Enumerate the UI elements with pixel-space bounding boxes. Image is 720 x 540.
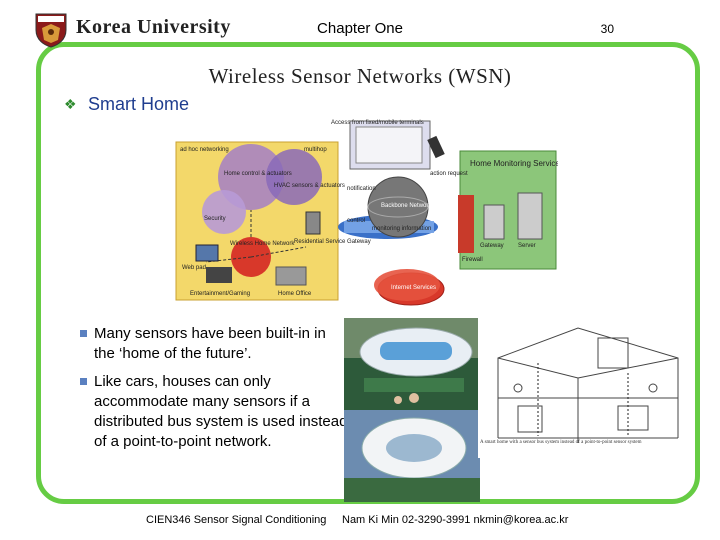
section-heading: Smart Home	[88, 94, 189, 115]
web-pad-label: Web pad	[182, 265, 206, 271]
sensor-bus-house-sketch	[478, 318, 694, 458]
wireless-home-network-label: Wireless Home Network	[230, 241, 295, 247]
entertainment-icon	[206, 267, 232, 283]
action-request-label: action request	[430, 171, 468, 177]
residential-gateway-label: Residential Service Gateway	[294, 239, 371, 245]
residential-gateway-icon	[306, 212, 320, 234]
bullet-text: Like cars, houses can only accommodate m…	[94, 372, 354, 452]
futuristic-house-photo	[344, 318, 480, 502]
home-control-label: Home control & actuators	[224, 171, 292, 177]
page-number: 30	[601, 22, 614, 36]
footer-course: CIEN346 Sensor Signal Conditioning	[146, 514, 326, 526]
footer-contact: Nam Ki Min 02-3290-3991 nkmin@korea.ac.k…	[342, 514, 568, 526]
gateway-label: Gateway	[480, 243, 504, 249]
square-bullet-icon	[80, 378, 87, 385]
home-office-icon	[276, 267, 306, 285]
web-pad-icon	[196, 245, 218, 261]
security-bubble	[202, 190, 246, 234]
multihop-label: multihop	[304, 147, 327, 153]
sketch-caption: A smart home with a sensor bus system in…	[480, 440, 692, 445]
bullet-text: Many sensors have been built-in in the ‘…	[94, 324, 344, 364]
monitoring-information-label: monitoring information	[372, 226, 431, 232]
hvac-bubble	[266, 149, 322, 205]
diamond-bullet-icon: ❖	[64, 96, 77, 113]
ad-hoc-networking-label: ad hoc networking	[180, 147, 229, 153]
home-office-label: Home Office	[278, 291, 312, 297]
firewall-label: Firewall	[462, 257, 483, 263]
access-terminals-label: Access from fixed/mobile terminals	[331, 120, 424, 126]
server-label: Server	[518, 243, 536, 249]
firewall-icon	[458, 195, 474, 253]
server-icon	[518, 193, 542, 239]
square-bullet-icon	[80, 330, 87, 337]
security-label: Security	[204, 216, 226, 222]
internet-services-label: Internet Services	[391, 285, 436, 291]
smart-home-network-diagram: Access from fixed/mobile terminals Home …	[166, 117, 558, 310]
slide-title: Wireless Sensor Networks (WSN)	[0, 64, 720, 89]
gateway-server-icon	[484, 205, 504, 239]
hvac-label: HVAC sensors & actuators	[274, 183, 345, 189]
backbone-network-label: Backbone Network	[381, 203, 432, 209]
service-provider-label: Home Monitoring Service Provider	[470, 159, 558, 168]
control-label: control	[347, 218, 365, 224]
notification-label: notification	[347, 186, 376, 192]
entertainment-label: Entertainment/Gaming	[190, 291, 250, 297]
